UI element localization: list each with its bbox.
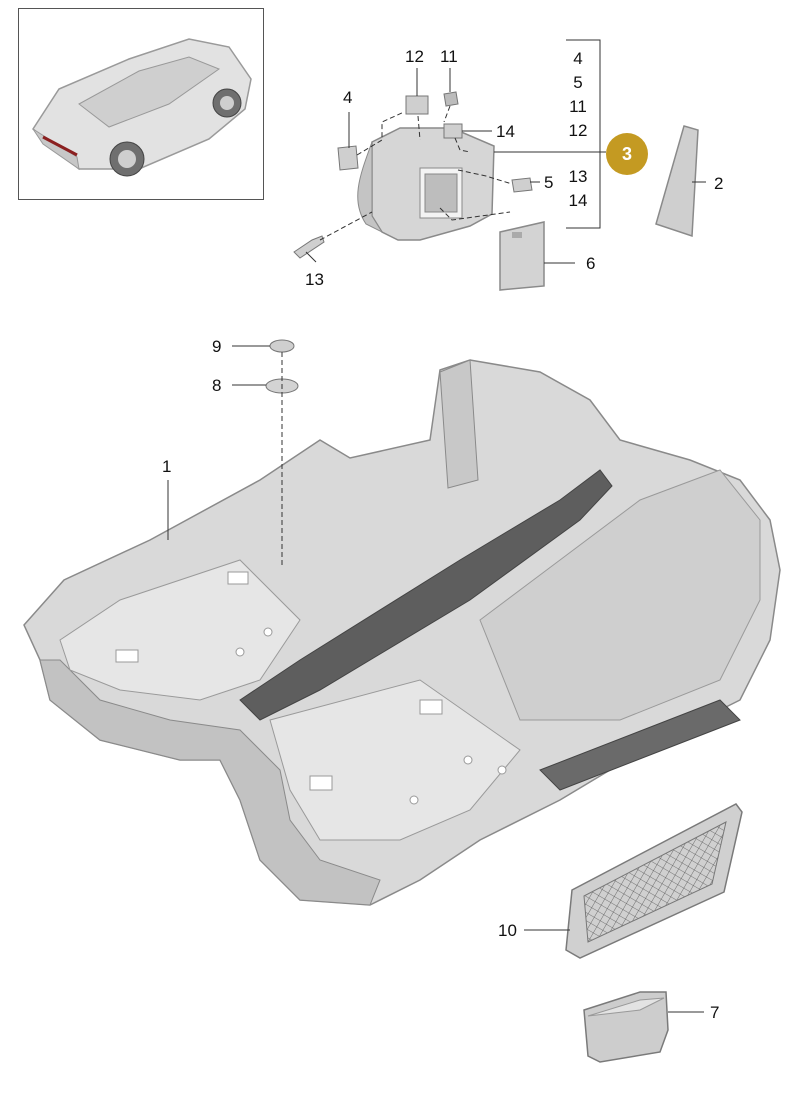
callout-3-badge[interactable]: 3 — [606, 133, 648, 175]
group-item-13: 13 — [569, 167, 588, 186]
callout-14: 14 — [496, 122, 515, 141]
callout-8: 8 — [212, 376, 221, 395]
car-icon — [32, 38, 252, 177]
callout-4-top: 4 — [343, 88, 352, 107]
part-7-bin — [583, 991, 669, 1063]
part-9-fastener — [269, 339, 295, 353]
callout-9: 9 — [212, 337, 221, 356]
part-13-screw — [293, 235, 325, 259]
part-2-cover — [655, 125, 699, 238]
vehicle-thumbnail — [18, 8, 264, 200]
callout-5: 5 — [544, 173, 553, 192]
group-item-5: 5 — [573, 73, 582, 92]
leader-lines — [167, 39, 706, 1013]
callout-2: 2 — [714, 174, 723, 193]
callout-11: 11 — [440, 47, 458, 66]
part-10-storage-net — [565, 803, 743, 959]
part-14-pad — [443, 123, 463, 139]
callout-1: 1 — [162, 457, 171, 476]
group-item-14: 14 — [569, 191, 588, 210]
group-item-12: 12 — [569, 121, 588, 140]
part-6-notch — [512, 232, 522, 238]
part-11-nut — [443, 91, 459, 107]
group-item-11: 11 — [569, 97, 587, 116]
part-5-clip — [511, 177, 533, 193]
part-6-lid — [499, 221, 545, 291]
part-12-plate — [405, 95, 429, 115]
group-item-4: 4 — [573, 49, 582, 68]
callout-12: 12 — [405, 47, 424, 66]
callout-10: 10 — [498, 921, 517, 940]
part-3-trim-panel — [357, 127, 495, 241]
callout-13: 13 — [305, 270, 324, 289]
part-1-floor-covering — [23, 359, 781, 906]
callout-6: 6 — [586, 254, 595, 273]
callout-7: 7 — [710, 1003, 719, 1022]
assembly-lines-top — [319, 105, 513, 241]
part-4-clip — [337, 145, 359, 171]
